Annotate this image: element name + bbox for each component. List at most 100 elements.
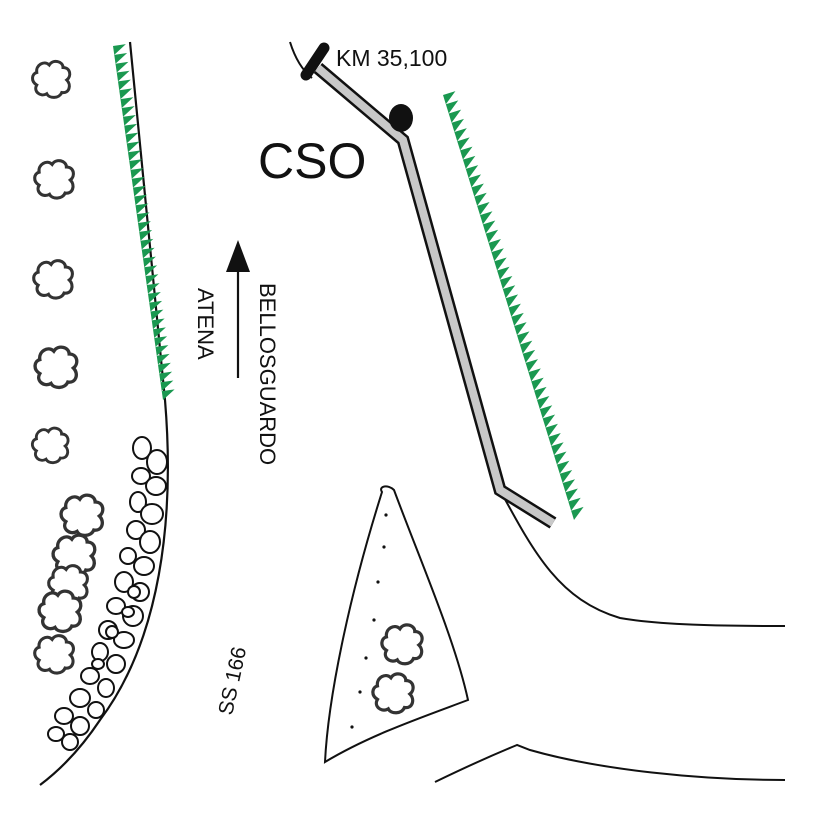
rock-icon <box>47 726 65 742</box>
hedge-tooth <box>502 285 516 299</box>
rock-icon <box>97 678 115 698</box>
hedge-tooth <box>123 114 136 126</box>
hedge-tooth <box>517 331 530 345</box>
bush-icon <box>371 672 415 715</box>
hedge-tooth <box>494 257 507 271</box>
side-road-edge <box>434 743 786 783</box>
rock-icon <box>61 733 79 751</box>
bush-icon <box>31 59 72 99</box>
bush-icon <box>37 589 83 634</box>
hedge-tooth <box>511 312 524 326</box>
hedge-tooth <box>113 44 126 55</box>
hedge-tooth <box>155 345 169 356</box>
hedge-left <box>113 44 175 400</box>
hedge-tooth <box>150 309 164 321</box>
hedge-tooth <box>153 327 166 339</box>
hedge-tooth <box>542 414 556 428</box>
traffic-island <box>323 485 470 764</box>
hedge-tooth <box>128 150 141 162</box>
rock-icon <box>140 503 164 525</box>
hedge-tooth <box>485 229 499 243</box>
island-dots <box>350 513 388 729</box>
hedge-tooth <box>125 132 139 144</box>
hedge-tooth <box>568 497 581 511</box>
hedge-tooth <box>531 377 544 391</box>
hedge-tooth <box>144 265 158 277</box>
hedge-tooth <box>559 469 573 484</box>
hedge-tooth <box>471 183 484 197</box>
rock-icon <box>69 688 91 708</box>
hedge-tooth <box>474 192 487 206</box>
hedge-tooth <box>119 88 133 100</box>
bush-icon <box>30 426 70 465</box>
hedge-tooth <box>135 203 149 215</box>
hedge-tooth <box>534 386 547 400</box>
rock-icon <box>113 631 135 649</box>
road-name-label: SS 166 <box>214 645 251 717</box>
hedge-tooth <box>451 118 464 132</box>
rock-field <box>47 436 168 751</box>
hedge-tooth <box>505 294 519 308</box>
hedge-tooth <box>145 274 159 285</box>
rock-icon <box>54 707 74 725</box>
hedge-tooth <box>156 353 170 365</box>
hedge-tooth <box>477 202 490 216</box>
rock-icon <box>129 491 147 513</box>
hedge-tooth <box>133 185 146 197</box>
rock-icon <box>145 476 167 496</box>
hedge-tooth <box>146 283 160 294</box>
hedge-tooth <box>130 168 144 179</box>
marker-post-icon <box>389 104 413 132</box>
rock-icon <box>106 597 126 615</box>
hedge-tooth <box>143 256 156 268</box>
hedge-tooth <box>126 141 140 153</box>
hedge-tooth <box>468 174 482 188</box>
hedge-tooth <box>499 275 513 290</box>
km-marker-label: KM 35,100 <box>336 45 447 71</box>
bush-icon <box>32 259 74 300</box>
hedge-tooth <box>118 79 131 91</box>
rock-icon <box>139 530 161 554</box>
hedge-tooth <box>154 336 168 347</box>
rock-icon <box>87 701 105 719</box>
rock-icon <box>127 585 141 599</box>
bush-icon <box>33 345 79 390</box>
hedge-tooth <box>545 423 558 437</box>
hedge-tooth <box>448 109 462 123</box>
hedge-tooth <box>565 488 578 502</box>
hedge-tooth <box>124 123 138 135</box>
hedge-tooth <box>482 220 496 234</box>
hedge-tooth <box>116 70 130 82</box>
hedge-tooth <box>554 451 567 465</box>
hedge-tooth <box>522 349 536 363</box>
hedge-tooth <box>131 176 145 188</box>
hedge-tooth <box>457 137 470 151</box>
rock-icon <box>121 606 135 618</box>
hedge-tooth <box>443 91 456 105</box>
bush-icon <box>33 159 75 200</box>
rock-icon <box>80 667 100 685</box>
rock-icon <box>131 467 151 485</box>
bush-icon <box>33 634 75 675</box>
hedge-tooth <box>136 212 150 223</box>
hedge-tooth <box>562 479 576 493</box>
hedge-tooth <box>488 238 501 253</box>
rock-icon <box>119 547 137 565</box>
hedge-tooth <box>129 159 143 170</box>
bush-icon <box>380 623 424 666</box>
hedge-tooth <box>114 53 128 64</box>
rock-icon <box>126 520 146 540</box>
hedge-tooth <box>139 230 153 241</box>
right-road-edge <box>499 489 786 627</box>
hedge-tooth <box>161 389 175 400</box>
hedge-tooth <box>121 106 135 117</box>
rock-icon <box>91 658 105 670</box>
hedge-tooth <box>465 165 479 179</box>
roadside-bushes <box>30 59 105 675</box>
hedge-tooth <box>536 396 550 410</box>
hedge-tooth <box>140 238 154 250</box>
hedge-tooth <box>508 303 521 317</box>
hedge-tooth <box>491 248 504 262</box>
hedge-tooth <box>571 506 584 520</box>
